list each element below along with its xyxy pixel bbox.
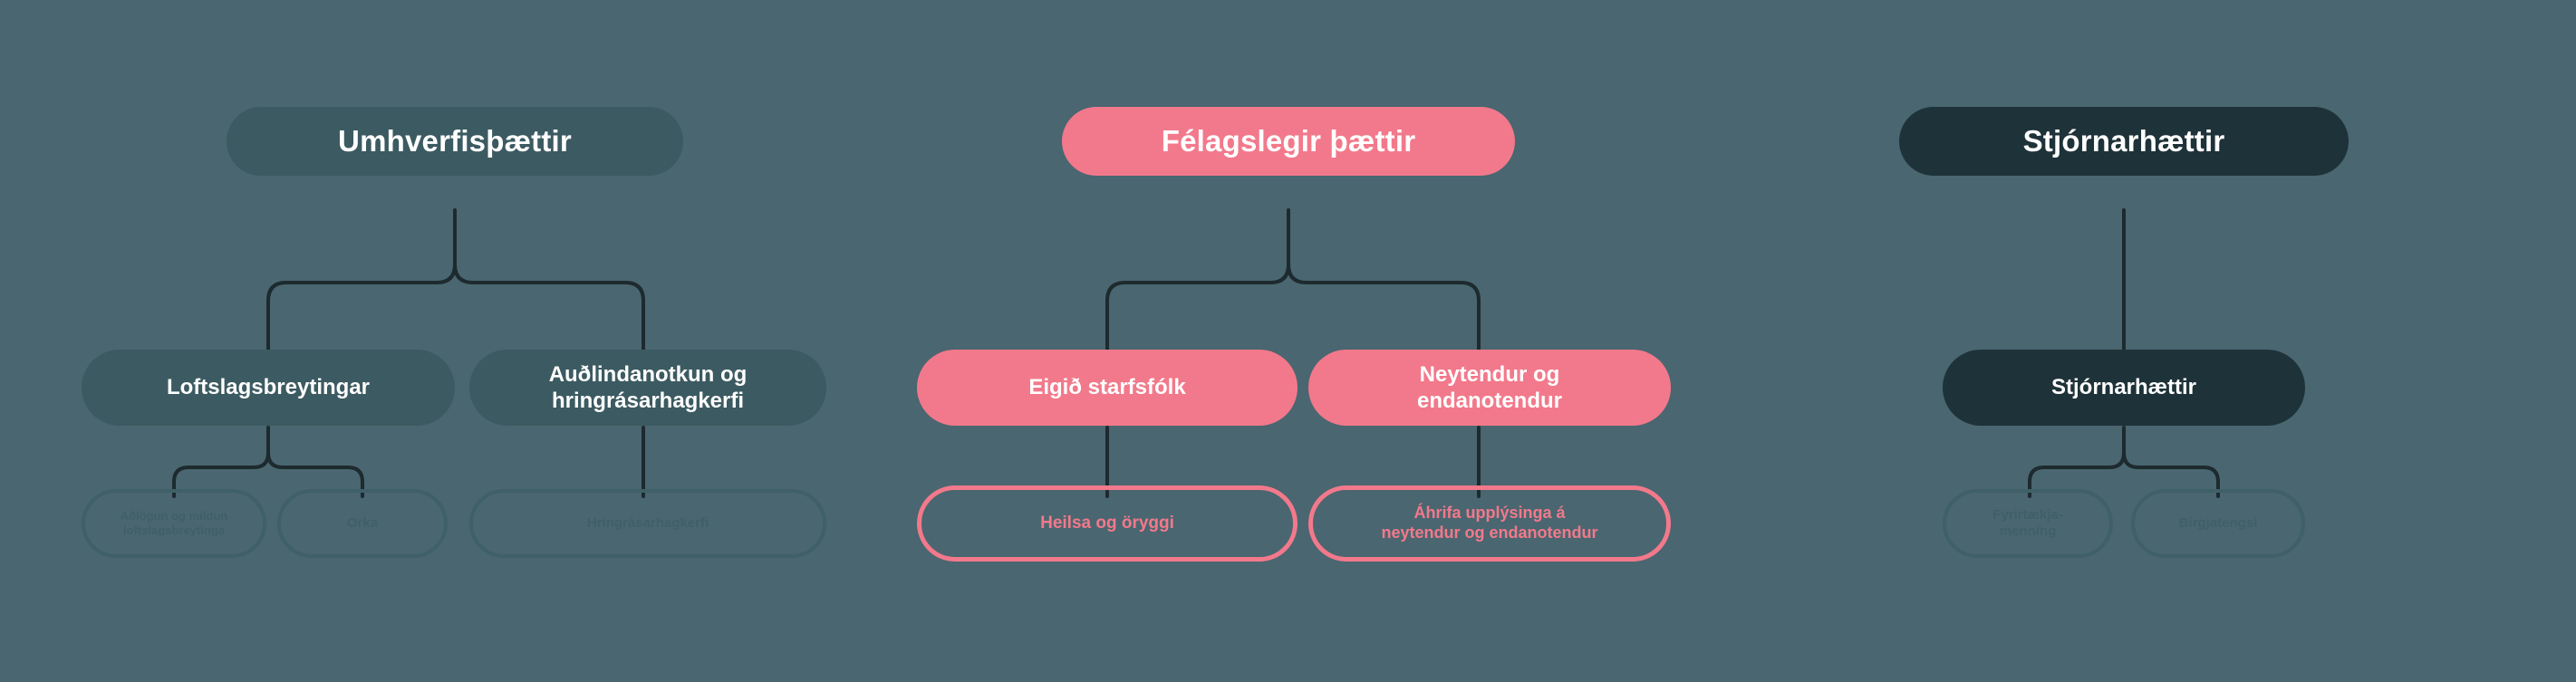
subtopic-orka-label: Orka xyxy=(346,514,379,531)
subtopic-adlogun-og-mildun-label: Aðlögun og mildun loftslagsbreytinga xyxy=(120,509,228,537)
subtopic-hringrasarhagkerfi-label: Hringrásarhagkerfi xyxy=(586,514,709,531)
group-header-governance[interactable]: Stjórnarhættir xyxy=(1899,107,2349,176)
topic-eigid-starfsfolk-label: Eigið starfsfólk xyxy=(1028,375,1186,400)
subtopic-orka[interactable]: Orka xyxy=(277,489,448,558)
topic-audlindanotkun[interactable]: Auðlindanotkun og hringrásarhagkerfi xyxy=(469,350,826,426)
connector-soc-header-split xyxy=(1105,208,1481,351)
group-header-social[interactable]: Félagslegir þættir xyxy=(1062,107,1515,176)
subtopic-adlogun-og-mildun[interactable]: Aðlögun og mildun loftslagsbreytinga xyxy=(82,489,266,558)
group-header-environmental-label: Umhverfisþættir xyxy=(338,123,572,158)
group-header-environmental[interactable]: Umhverfisþættir xyxy=(227,107,683,176)
subtopic-birgjatengsl[interactable]: Birgjatengsl xyxy=(2131,489,2305,558)
connector-env-topic1-split xyxy=(172,426,364,498)
topic-loftslagsbreytingar-label: Loftslagsbreytingar xyxy=(166,375,371,400)
group-header-social-label: Félagslegir þættir xyxy=(1161,123,1416,158)
topic-neytendur-og-endanotendur[interactable]: Neytendur og endanotendur xyxy=(1308,350,1671,426)
subtopic-ahrifa-upplysinga-label: Áhrifa upplýsinga á neytendur og endanot… xyxy=(1381,504,1598,542)
subtopic-fyrirtaekjamenning[interactable]: Fyrirtækja- menning xyxy=(1943,489,2113,558)
group-header-governance-label: Stjórnarhættir xyxy=(2022,123,2225,158)
topic-stjornarhaettir-label: Stjórnarhættir xyxy=(2050,375,2196,400)
topic-loftslagsbreytingar[interactable]: Loftslagsbreytingar xyxy=(82,350,455,426)
subtopic-hringrasarhagkerfi[interactable]: Hringrásarhagkerfi xyxy=(469,489,826,558)
subtopic-heilsa-og-oryggi[interactable]: Heilsa og öryggi xyxy=(917,485,1298,562)
topic-audlindanotkun-label: Auðlindanotkun og hringrásarhagkerfi xyxy=(548,361,748,413)
subtopic-fyrirtaekjamenning-label: Fyrirtækja- menning xyxy=(1992,506,2063,539)
connector-env-header-split xyxy=(266,208,645,351)
subtopic-ahrifa-upplysinga[interactable]: Áhrifa upplýsinga á neytendur og endanot… xyxy=(1308,485,1671,562)
topic-neytendur-og-endanotendur-label: Neytendur og endanotendur xyxy=(1417,361,1562,413)
subtopic-heilsa-og-oryggi-label: Heilsa og öryggi xyxy=(1040,514,1174,533)
topic-stjornarhaettir[interactable]: Stjórnarhættir xyxy=(1943,350,2305,426)
topic-eigid-starfsfolk[interactable]: Eigið starfsfólk xyxy=(917,350,1298,426)
subtopic-birgjatengsl-label: Birgjatengsl xyxy=(2178,514,2258,531)
connector-gov-topic1-split xyxy=(2028,426,2220,498)
